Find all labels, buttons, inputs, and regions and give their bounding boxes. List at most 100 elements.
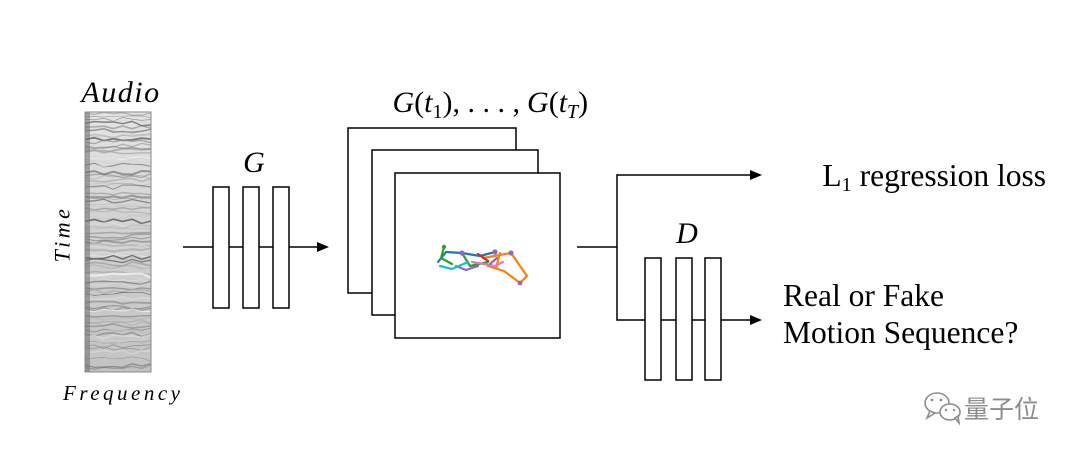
spectrogram-streak bbox=[85, 226, 151, 230]
spectrogram-streak bbox=[85, 261, 151, 267]
spectrogram-streak bbox=[85, 214, 151, 220]
spectrogram-streak bbox=[85, 145, 151, 150]
spectrogram-streak bbox=[85, 206, 151, 211]
spectrogram-streak bbox=[85, 329, 151, 334]
spectrogram-streak bbox=[85, 162, 151, 168]
skeleton-bone-purple-2 bbox=[488, 256, 499, 266]
spectrogram-streak bbox=[85, 233, 151, 239]
label-part-t1: t bbox=[424, 86, 433, 119]
spectrogram-streak bbox=[85, 282, 151, 288]
discriminator-label: D bbox=[675, 217, 698, 250]
spectrogram-streak bbox=[85, 323, 151, 329]
spectrogram-streak bbox=[85, 133, 151, 140]
skeleton-bone-orange bbox=[481, 251, 529, 285]
spectrogram bbox=[84, 111, 152, 373]
spectrogram-streak bbox=[85, 363, 151, 368]
spectrogram-streak bbox=[85, 218, 151, 225]
label-part-subT: T bbox=[567, 101, 580, 123]
label-part-paren1: ( bbox=[414, 86, 424, 119]
discriminator-arrowhead bbox=[750, 315, 762, 325]
output-branches bbox=[577, 170, 762, 325]
spectrogram-streak bbox=[85, 182, 151, 188]
spectrogram-streak bbox=[85, 314, 151, 318]
spectrogram-streak bbox=[85, 346, 151, 351]
generated-frames: G(t1), . . . ,G(tT) bbox=[340, 86, 626, 339]
spectrogram-streak bbox=[85, 120, 151, 127]
spectrogram-streak bbox=[85, 139, 151, 145]
skeleton-bone-pink bbox=[470, 260, 505, 268]
spectrogram-streak bbox=[85, 249, 151, 255]
spectrogram-streak bbox=[85, 128, 151, 134]
spectrogram-streak bbox=[85, 157, 151, 161]
motion-frame-front bbox=[394, 172, 561, 339]
label-part-t2: t bbox=[559, 86, 568, 119]
spectrogram-streak bbox=[85, 258, 151, 264]
spectrogram-streak bbox=[85, 155, 151, 159]
spectrogram-streak bbox=[85, 274, 151, 280]
spectrogram-streak bbox=[85, 203, 151, 208]
spectrogram-streak bbox=[85, 295, 151, 301]
spectrogram-streak bbox=[85, 364, 151, 370]
loss-symbol: L bbox=[822, 158, 841, 193]
spectrogram-streak bbox=[85, 133, 151, 137]
spectrogram-streak bbox=[85, 236, 151, 242]
spectrogram-streak bbox=[85, 244, 151, 250]
spectrogram-streak bbox=[85, 315, 151, 321]
skeleton-bone-purple bbox=[454, 264, 480, 272]
spectrogram-streak bbox=[85, 308, 151, 313]
spectrogram-streak bbox=[85, 177, 151, 183]
label-part-paren2: ( bbox=[549, 86, 559, 119]
adversarial-label-line1: Real or Fake bbox=[783, 278, 944, 313]
spectrogram-streak bbox=[85, 288, 151, 295]
spectrogram-streak bbox=[85, 264, 151, 270]
generator-layer-1 bbox=[212, 186, 230, 309]
spectrogram-streak bbox=[85, 231, 151, 235]
label-part-g2: G bbox=[527, 86, 549, 119]
spectrogram-edge bbox=[85, 112, 90, 372]
spectrogram-streak bbox=[85, 300, 151, 305]
spectrogram-streak bbox=[85, 164, 151, 169]
skeleton-joint bbox=[517, 280, 523, 286]
wechat-icon-eye bbox=[930, 398, 934, 402]
generator-layer-2 bbox=[242, 186, 260, 309]
generator-network: G bbox=[183, 146, 329, 309]
spectrogram-streak bbox=[85, 169, 151, 176]
label-part-paren-close: ) bbox=[578, 86, 588, 119]
spectrogram-streak bbox=[85, 280, 151, 286]
skeleton-pose bbox=[436, 244, 529, 286]
label-part-ellipsis: ), . . . , bbox=[443, 86, 521, 119]
spectrogram-border bbox=[84, 111, 152, 373]
spectrogram-streak bbox=[85, 115, 151, 119]
wechat-icon bbox=[924, 392, 961, 426]
spectrogram-streak bbox=[85, 184, 151, 190]
spectrogram-streak bbox=[85, 156, 151, 161]
spectrogram-streak bbox=[85, 247, 151, 253]
spectrogram-streak bbox=[85, 224, 151, 230]
spectrogram-streak bbox=[85, 337, 151, 342]
discriminator-layer-3 bbox=[704, 257, 722, 381]
frequency-axis-label: Frequency bbox=[62, 381, 184, 405]
spectrogram-streak bbox=[85, 305, 151, 310]
regression-arrowhead bbox=[750, 170, 762, 180]
spectrogram-streak bbox=[85, 172, 151, 179]
discriminator-layer-2 bbox=[675, 257, 693, 381]
spectrogram-streak bbox=[85, 254, 151, 259]
skeleton-bone-green bbox=[439, 245, 454, 266]
audio-title: Audio bbox=[79, 76, 160, 109]
spectrogram-streak bbox=[85, 321, 151, 327]
spectrogram-streak bbox=[85, 313, 151, 317]
spectrogram-streak bbox=[85, 354, 151, 359]
spectrogram-streak bbox=[85, 149, 151, 155]
wechat-icon-eye bbox=[939, 398, 943, 402]
spectrogram-streak bbox=[85, 291, 151, 296]
skeleton-joint bbox=[492, 249, 498, 255]
spectrogram-streak bbox=[85, 175, 151, 180]
generator-label: G bbox=[243, 146, 265, 179]
spectrogram-streak bbox=[85, 112, 151, 116]
generator-layer-3 bbox=[272, 186, 290, 309]
time-axis-label: Time bbox=[50, 206, 75, 263]
generator-output-label: G(t1), . . . ,G(tT) bbox=[340, 86, 626, 123]
spectrogram-streak bbox=[85, 306, 151, 312]
